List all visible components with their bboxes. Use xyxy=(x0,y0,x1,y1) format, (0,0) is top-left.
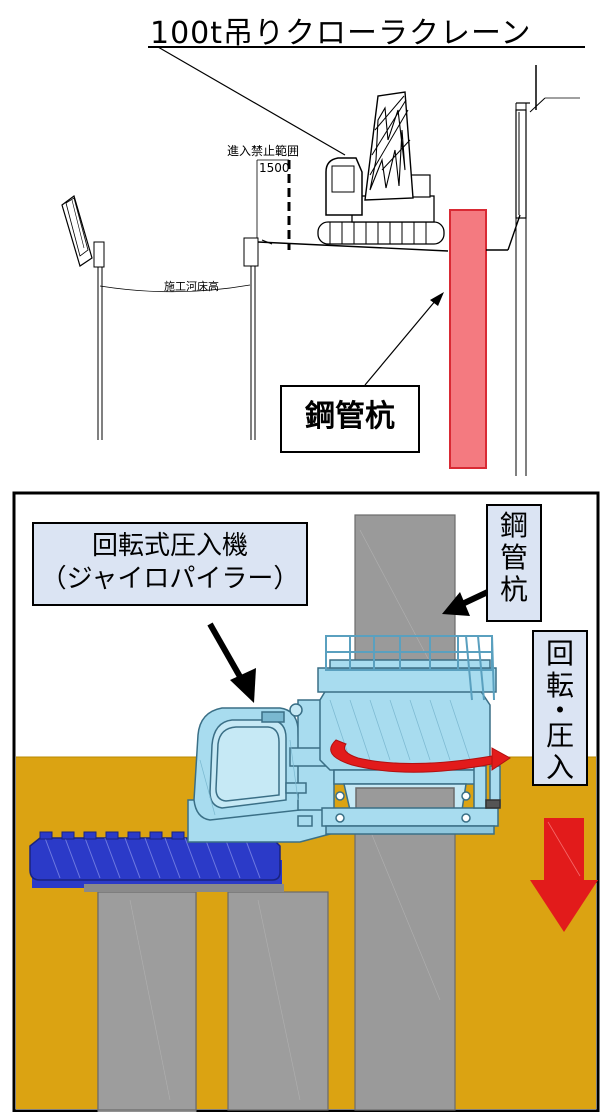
gyro-piler-label: 回転式圧入機 （ジャイロパイラー） xyxy=(32,522,308,606)
riverbed-label: 施工河床高 xyxy=(164,280,219,293)
steel-pile-red xyxy=(449,209,487,469)
press-down-arrow xyxy=(530,818,598,932)
pile-label: 鋼管杭 xyxy=(280,385,420,453)
pile-pointer-line xyxy=(364,299,437,386)
left-retaining-wall xyxy=(61,194,105,440)
no-entry-label: 進入禁止範囲 xyxy=(227,144,300,158)
riverbed-line xyxy=(99,284,251,293)
rotation-arrow xyxy=(330,739,511,773)
pile-char-1: 鋼 xyxy=(499,509,528,542)
action-char-5: 入 xyxy=(545,751,574,784)
action-char-4: 圧 xyxy=(545,719,574,752)
action-char-3: ・ xyxy=(545,694,574,727)
top-railing xyxy=(325,635,495,701)
crawler-crane-icon xyxy=(317,91,445,245)
title-leader-line xyxy=(157,46,346,156)
middle-retaining-wall xyxy=(243,237,449,440)
pile-char-3: 杭 xyxy=(499,573,528,606)
steel-pile-vertical-label: 鋼 管 杭 xyxy=(486,504,542,622)
pile-char-2: 管 xyxy=(499,541,528,574)
gyro-piler-label-line1: 回転式圧入機 xyxy=(91,531,248,561)
action-char-1: 回 xyxy=(545,637,574,670)
machine-pointer-arrow xyxy=(207,622,256,703)
gyro-piler-machine xyxy=(187,659,501,843)
installed-pile-2 xyxy=(227,891,329,1111)
installed-pile-1-visible xyxy=(97,891,197,1111)
crane-section-drawing xyxy=(61,46,585,476)
rotation-press-vertical-label: 回 転 ・ 圧 入 xyxy=(532,630,588,786)
dimension-value: 1500 xyxy=(259,161,290,175)
gyro-piler-label-line2: （ジャイロパイラー） xyxy=(40,563,300,594)
crane-title: 100t吊りクローラクレーン xyxy=(150,16,532,51)
action-char-2: 転 xyxy=(545,669,574,702)
right-retaining-wall xyxy=(486,65,580,476)
